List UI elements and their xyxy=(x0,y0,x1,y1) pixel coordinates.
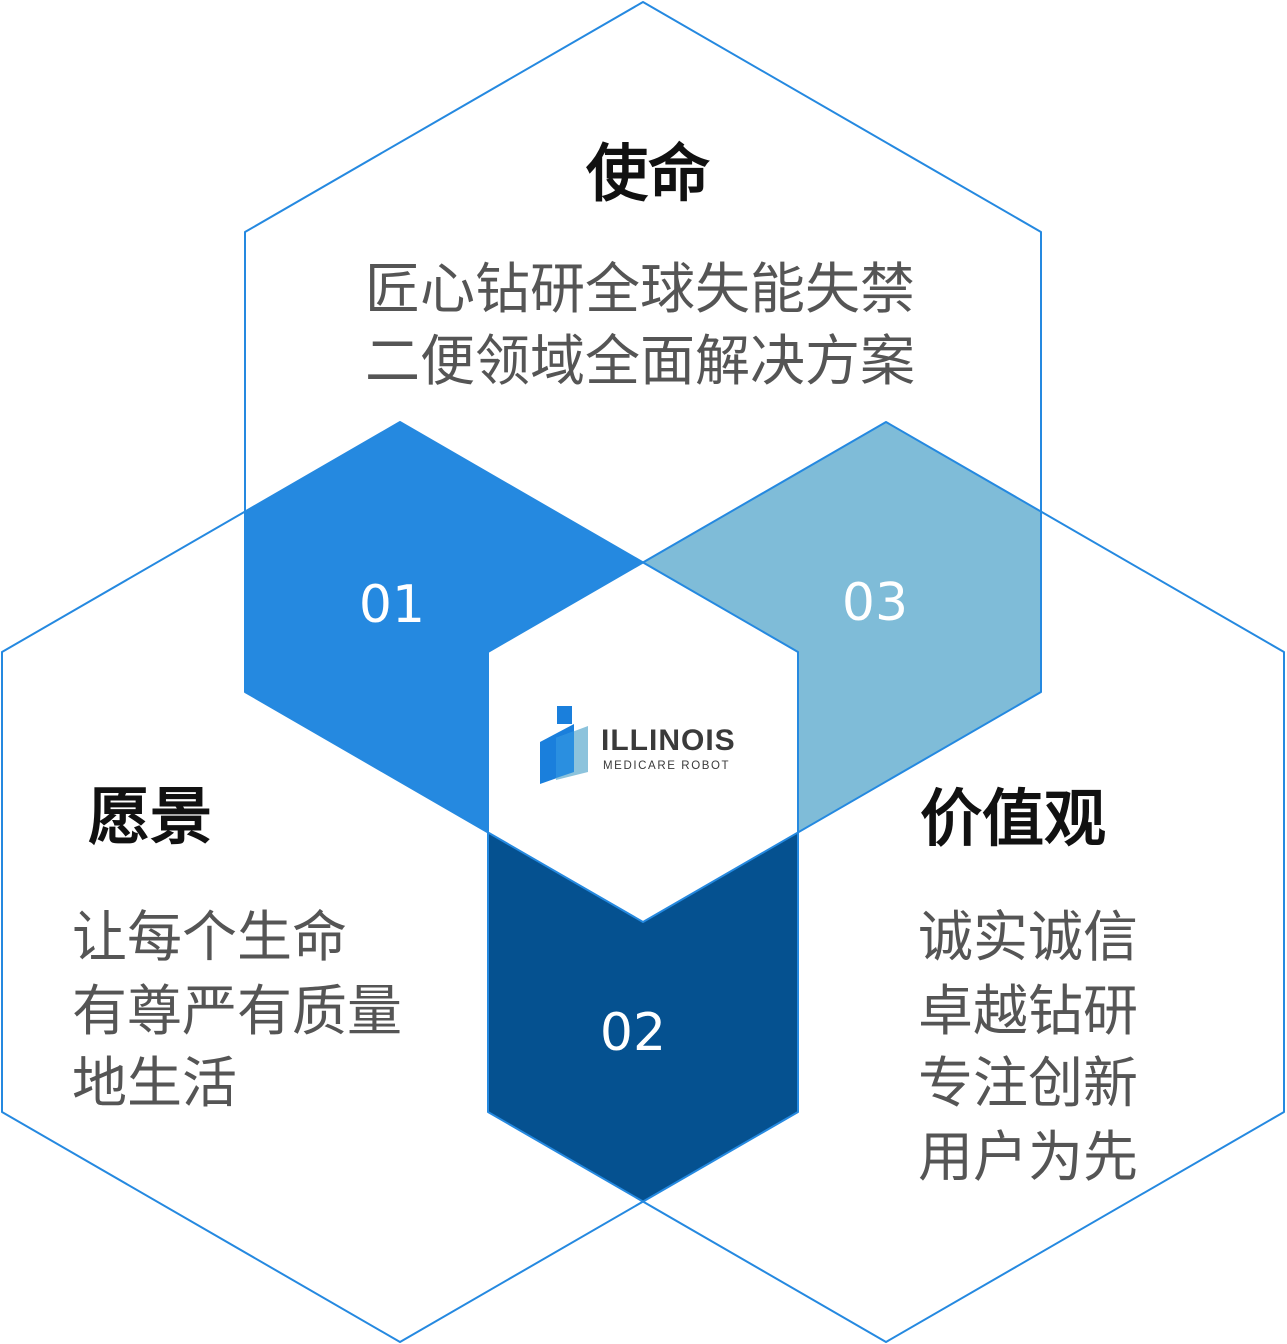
vision-line: 让每个生命 xyxy=(72,905,347,969)
values-line: 用户为先 xyxy=(918,1125,1138,1189)
values-title: 价值观 xyxy=(920,782,1106,855)
illinois-logo: ILLINOIS MEDICARE ROBOT xyxy=(540,706,736,784)
logo-mark-icon xyxy=(540,706,588,784)
vision-line: 地生活 xyxy=(72,1051,237,1115)
vision-title: 愿景 xyxy=(88,780,212,853)
logo-name: ILLINOIS xyxy=(601,724,736,757)
mission-title: 使命 xyxy=(586,137,710,210)
values-line: 专注创新 xyxy=(918,1051,1138,1115)
label-03: 03 xyxy=(842,573,908,633)
mission-line: 匠心钻研全球失能失禁 xyxy=(365,257,915,321)
values-line: 卓越钻研 xyxy=(918,979,1138,1043)
label-01: 01 xyxy=(359,575,425,635)
logo-tagline: MEDICARE ROBOT xyxy=(603,760,730,772)
mission-line: 二便领域全面解决方案 xyxy=(365,329,915,393)
label-02: 02 xyxy=(600,1003,666,1063)
vision-line: 有尊严有质量 xyxy=(72,979,402,1043)
values-line: 诚实诚信 xyxy=(918,905,1138,969)
